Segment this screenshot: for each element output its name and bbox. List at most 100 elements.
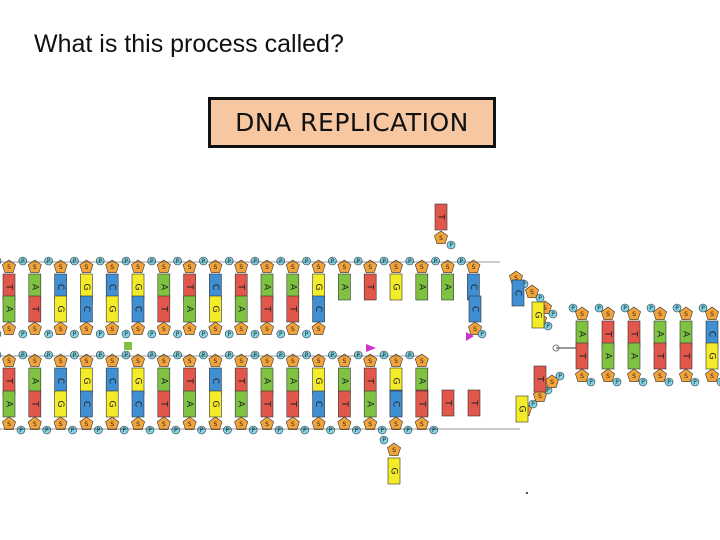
sugar-label: S <box>392 447 396 454</box>
sugar-label: S <box>471 264 475 271</box>
sugar-label: S <box>317 421 321 428</box>
phosphate-label: P <box>73 352 77 359</box>
sugar-label: S <box>291 421 295 428</box>
upper-inner-phosphate <box>70 329 79 339</box>
phosphate-label: P <box>277 427 281 434</box>
daughter-sugar <box>705 306 719 320</box>
sugar-label: S <box>188 264 192 271</box>
upper-inner-sugar <box>79 321 94 335</box>
phosphate-label: P <box>124 331 128 338</box>
phosphate-label: P <box>623 305 627 312</box>
base-letter: A <box>262 378 272 385</box>
green-marker <box>124 342 132 350</box>
lower-inner-phosphate <box>302 350 311 360</box>
base-letter: G <box>81 284 91 291</box>
base-letter: T <box>262 400 272 407</box>
lower-inner-phosphate <box>0 351 2 359</box>
top-phosphate <box>0 257 2 265</box>
phosphate-label: P <box>122 427 126 434</box>
lower-inner-phosphate <box>199 350 208 360</box>
base-letter: T <box>365 377 375 384</box>
upper-inner-phosphate <box>173 329 182 339</box>
bottom-sugar <box>337 416 352 430</box>
sugar-label: S <box>33 421 37 428</box>
lower-inner-sugar <box>182 353 197 367</box>
bottom-sugar <box>2 416 16 430</box>
base-letter: A <box>365 401 375 408</box>
lower-inner-sugar <box>2 353 16 367</box>
free-phosphate-bottom <box>379 435 389 445</box>
sugar-label: S <box>317 326 321 333</box>
lower-inner-phosphate <box>353 350 363 360</box>
top-phosphate <box>431 256 440 266</box>
sugar-label: S <box>684 311 688 318</box>
fork-base <box>533 365 547 393</box>
phosphate-label: P <box>202 331 206 338</box>
sugar-label: S <box>188 421 192 428</box>
base-letter: C <box>107 378 117 384</box>
top-sugar <box>53 259 68 273</box>
lower-inner-sugar <box>389 353 403 367</box>
base-letter: T <box>158 305 168 312</box>
top-phosphate <box>379 256 389 266</box>
phosphate-label: P <box>305 331 309 338</box>
upper-inner-phosphate <box>276 329 286 339</box>
upper-inner-sugar <box>208 321 223 335</box>
lower-inner-phosphate <box>250 350 260 360</box>
phosphate-label: P <box>227 258 231 265</box>
free-phosphate-top <box>446 240 456 250</box>
top-sugar <box>156 259 171 273</box>
daughter-sugar <box>627 306 641 320</box>
fork-phosphate <box>555 371 565 381</box>
lower-inner-sugar <box>79 353 94 367</box>
sugar-label: S <box>394 264 398 271</box>
phosphate-label: P <box>279 258 283 265</box>
sugar-label: S <box>84 326 88 333</box>
base-letter: T <box>29 400 39 407</box>
top-phosphate <box>302 256 311 266</box>
phosphate-label: P <box>227 352 231 359</box>
phosphate-label: P <box>45 427 49 434</box>
daughter-phosphate <box>664 377 674 387</box>
top-sugar <box>337 259 352 273</box>
base-letter: A <box>184 306 194 313</box>
upper-inner-phosphate <box>0 330 2 338</box>
daughter-sugar <box>601 306 615 320</box>
top-phosphate <box>121 256 131 266</box>
phosphate-label: P <box>331 352 335 359</box>
daughter-sugar <box>679 368 693 382</box>
base-letter: A <box>339 284 349 291</box>
lower-inner-sugar <box>285 353 300 367</box>
base-letter: A <box>655 331 665 338</box>
base-letter: T <box>158 400 168 407</box>
sugar-label: S <box>33 358 37 365</box>
phosphate-label: P <box>202 258 206 265</box>
answer-text: DNA REPLICATION <box>235 108 469 137</box>
fork-base <box>515 395 529 423</box>
sugar-label: S <box>580 373 584 380</box>
phosphate-label: P <box>279 331 283 338</box>
sugar-label: S <box>368 358 372 365</box>
upper-inner-sugar <box>131 321 145 335</box>
phosphate-label: P <box>47 331 51 338</box>
sugar-label: S <box>265 264 269 271</box>
top-phosphate <box>250 256 260 266</box>
sugar-label: S <box>110 358 114 365</box>
top-phosphate <box>353 256 363 266</box>
new-base-lower <box>441 389 455 417</box>
phosphate-label: P <box>480 331 484 338</box>
daughter-phosphate <box>568 303 578 313</box>
fork-sugar <box>525 284 539 298</box>
sugar-label: S <box>33 326 37 333</box>
lower-inner-sugar <box>234 353 249 367</box>
top-phosphate <box>44 256 53 266</box>
lower-inner-sugar <box>156 353 171 367</box>
bottom-phosphate <box>377 425 387 435</box>
phosphate-label: P <box>200 427 204 434</box>
lower-inner-sugar <box>414 353 429 367</box>
base-letter: A <box>262 284 272 291</box>
lower-inner-phosphate <box>121 350 131 360</box>
lower-inner-sugar <box>105 353 120 367</box>
phosphate-label: P <box>597 305 601 312</box>
lower-inner-phosphate <box>379 350 389 360</box>
